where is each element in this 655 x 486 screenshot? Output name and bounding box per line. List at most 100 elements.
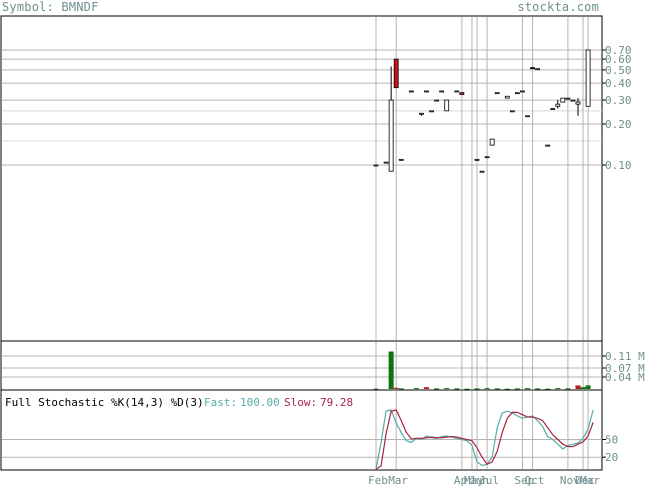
candle-body	[570, 99, 576, 102]
month-label: Jun	[469, 474, 489, 486]
volume-bar	[454, 388, 460, 390]
price-frame	[0, 15, 603, 342]
candle-body	[408, 90, 414, 93]
volume-tick-label: 0.04 M	[605, 371, 645, 384]
volume-bar	[444, 388, 450, 390]
month-label: Feb	[368, 474, 388, 486]
candle-body	[560, 97, 566, 103]
candle-body	[575, 101, 581, 105]
candle-body	[530, 67, 535, 70]
volume-vertical-grid	[375, 342, 589, 389]
candle-body	[444, 99, 450, 112]
volume-bar	[585, 385, 591, 389]
volume-bar	[494, 388, 500, 390]
candle-body	[388, 99, 394, 172]
volume-grid	[2, 355, 602, 378]
candle-body	[520, 90, 525, 93]
candle-body	[550, 108, 556, 110]
candle-body	[504, 95, 510, 99]
candle-body	[419, 112, 424, 115]
candle-body	[383, 161, 389, 164]
volume-bar	[555, 388, 561, 390]
month-label: Sep	[514, 474, 534, 486]
volume-bar	[565, 388, 571, 390]
candles	[373, 49, 591, 173]
volume-bar	[413, 388, 419, 390]
volume-tick-label: 0.11 M	[605, 350, 645, 363]
volume-bar	[464, 388, 470, 390]
candle-body	[535, 68, 540, 71]
volume-bar	[504, 388, 510, 390]
volume-bar	[474, 388, 480, 390]
candle-body	[429, 110, 434, 113]
volume-bar	[484, 388, 490, 390]
month-label: Apr	[454, 474, 474, 486]
price-tick-label: 0.10	[605, 159, 632, 172]
candle-body	[398, 158, 404, 161]
volume-bar	[545, 388, 551, 390]
candle-body	[454, 90, 460, 93]
candle-body	[545, 144, 551, 147]
month-label: Mar	[388, 474, 408, 486]
price-y-ticks: 0.700.600.500.40 0.30 0.20 0.10	[602, 44, 632, 172]
volume-bars	[373, 351, 591, 390]
price-tick-label: 0.20	[605, 118, 632, 131]
fast-value: 100.00	[240, 396, 280, 409]
candle-body	[555, 103, 561, 107]
stochastic-tick-label: 20	[605, 451, 618, 464]
month-label: Jul	[479, 474, 499, 486]
month-label: Mar	[580, 474, 600, 486]
candle-body	[565, 97, 571, 100]
volume-bar	[398, 388, 404, 390]
slow-value: 79.28	[320, 396, 353, 409]
candle-body	[434, 99, 440, 102]
candle-body	[424, 90, 429, 93]
candle-body	[494, 92, 500, 95]
price-tick-label: 0.70	[605, 44, 632, 57]
candle-body	[509, 110, 515, 113]
volume-bar	[535, 388, 541, 390]
price-tick-label: 0.40	[605, 77, 632, 90]
month-label: Oct	[525, 474, 545, 486]
stochastic-frame	[0, 389, 603, 471]
slow-label: Slow:	[284, 396, 317, 409]
price-vertical-grid	[375, 17, 589, 340]
fast-label: Fast:	[204, 396, 237, 409]
slow-line	[375, 409, 594, 470]
price-tick-label: 0.30	[605, 94, 632, 107]
volume-y-ticks: 0.11 M0.07 M0.04 M	[602, 350, 645, 384]
price-tick-label: 0.60	[605, 53, 632, 66]
candle-body	[489, 138, 495, 146]
volume-bar	[575, 385, 581, 389]
month-label: Dec	[575, 474, 595, 486]
volume-bar	[525, 388, 530, 390]
volume-panel: 0.11 M0.07 M0.04 M	[0, 340, 645, 391]
candle-body	[585, 49, 591, 107]
volume-bar	[393, 387, 399, 389]
month-label: Nov	[560, 474, 580, 486]
price-tick-label: 0.50	[605, 64, 632, 77]
candle-body	[474, 158, 480, 161]
price-grid	[2, 49, 602, 166]
candle-body	[484, 156, 490, 159]
volume-frame	[0, 340, 603, 391]
volume-bar	[514, 388, 520, 390]
candle-body	[515, 92, 520, 95]
stochastic-tick-label: 50	[605, 434, 618, 447]
fast-line	[375, 409, 594, 470]
volume-bar	[434, 388, 440, 390]
volume-bar	[388, 351, 394, 389]
candle-body	[393, 58, 399, 89]
volume-bar	[580, 387, 586, 389]
volume-bar	[373, 388, 379, 390]
volume-tick-label: 0.07 M	[605, 362, 645, 375]
price-panel: 0.700.600.500.40 0.30 0.20 0.10	[0, 15, 632, 342]
candle-body	[525, 115, 530, 118]
volume-bar	[424, 387, 429, 389]
candle-body	[459, 92, 465, 95]
site-link[interactable]: stockta.com	[517, 0, 599, 14]
